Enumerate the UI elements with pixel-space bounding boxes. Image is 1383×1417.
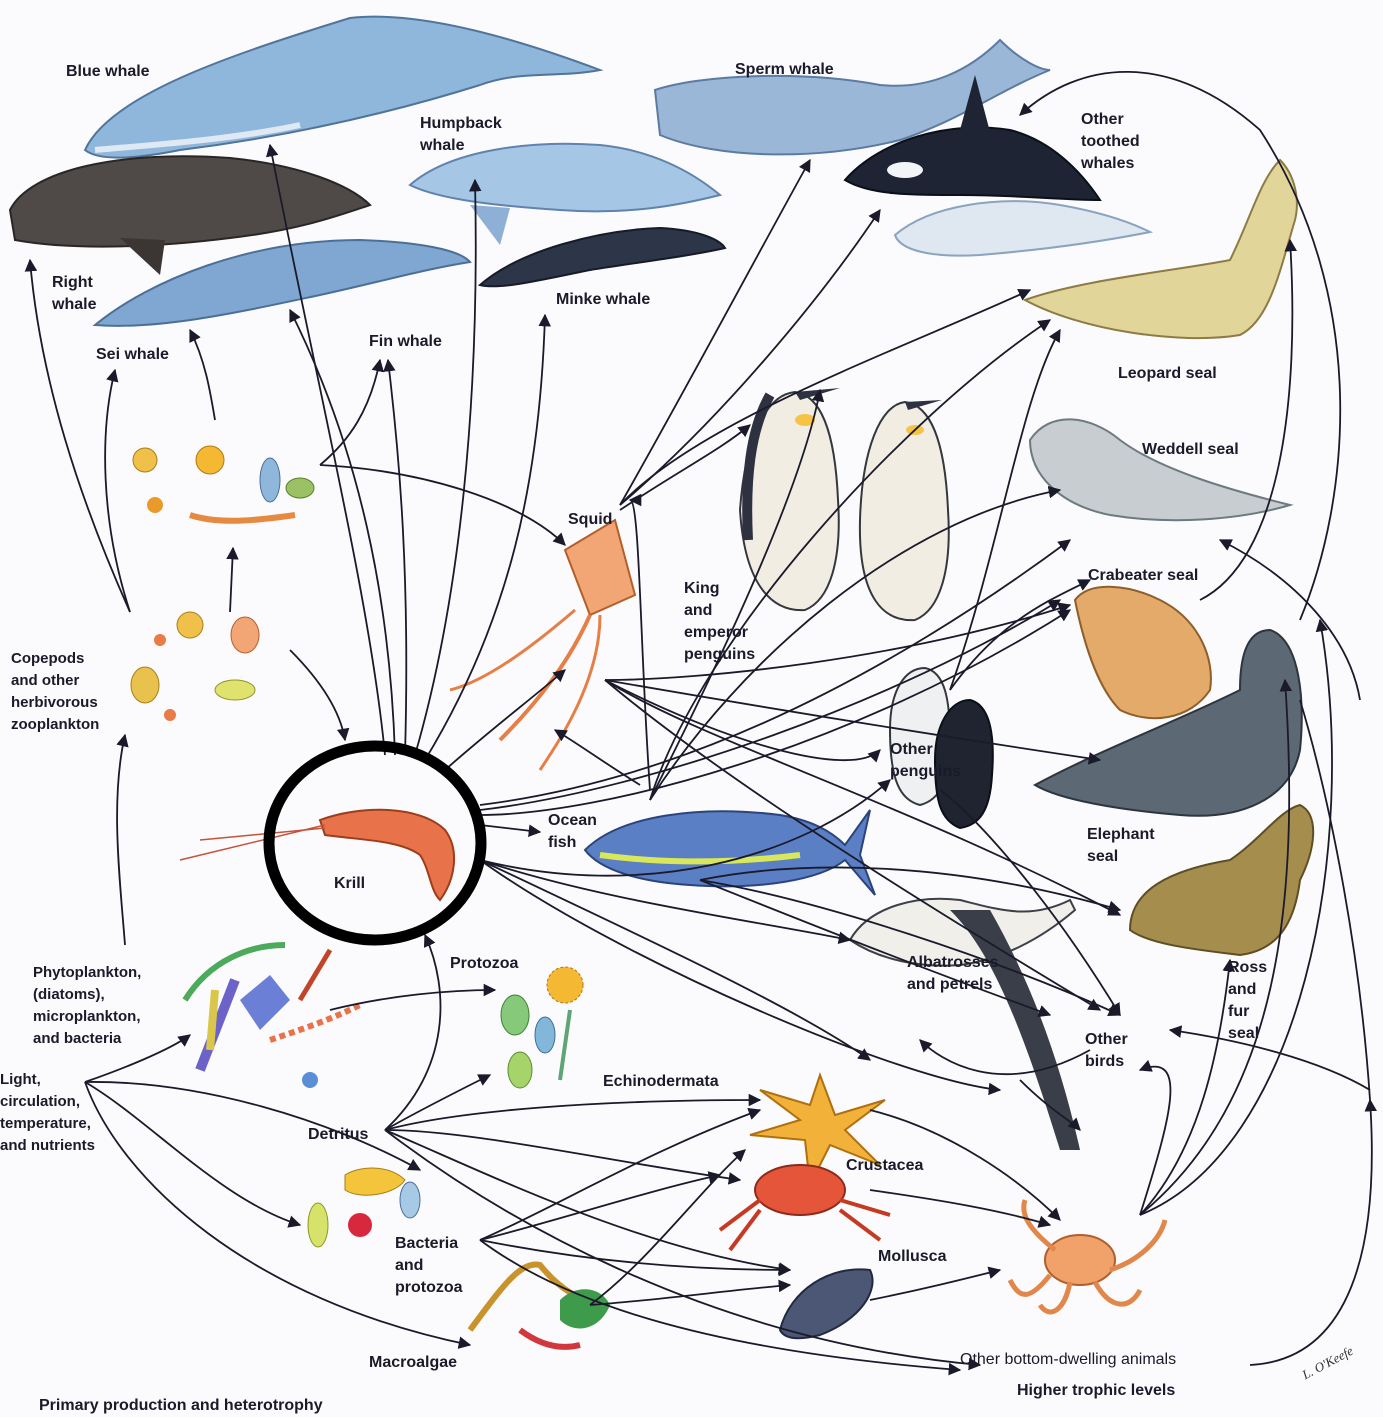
label-phytoplankton: Phytoplankton, (diatoms), microplankton,… (33, 962, 141, 1050)
label-higher-trophic-levels: Higher trophic levels (1017, 1380, 1175, 1402)
label-squid: Squid (568, 509, 612, 531)
label-copepods: Copepods and other herbivorous zooplankt… (11, 648, 99, 736)
label-other-birds: Other birds (1085, 1029, 1128, 1073)
zooplankton-illustration (133, 446, 314, 521)
albatross-illustration (850, 899, 1080, 1150)
label-fin-whale: Fin whale (369, 331, 442, 353)
protozoa-illustration (501, 967, 583, 1088)
label-crustacea: Crustacea (846, 1155, 923, 1177)
label-krill: Krill (334, 873, 365, 895)
label-detritus: Detritus (308, 1124, 368, 1146)
squid-illustration (450, 520, 635, 770)
label-ocean-fish: Ocean fish (548, 810, 597, 854)
label-other-bottom-dwelling: Other bottom-dwelling animals (960, 1349, 1176, 1371)
weddell-seal-illustration (1030, 419, 1290, 520)
label-blue-whale: Blue whale (66, 61, 150, 83)
phytoplankton-illustration (185, 945, 360, 1088)
label-leopard-seal: Leopard seal (1118, 363, 1217, 385)
label-light: Light, circulation, temperature, and nut… (0, 1069, 95, 1157)
label-sperm-whale: Sperm whale (735, 59, 834, 81)
label-albatrosses: Albatrosses and petrels (907, 952, 999, 996)
label-right-whale: Right whale (52, 272, 96, 316)
label-sei-whale: Sei whale (96, 344, 169, 366)
label-weddell-seal: Weddell seal (1142, 439, 1239, 461)
label-other-toothed-whales: Other toothed whales (1081, 109, 1140, 175)
krill-illustration (180, 810, 454, 900)
label-echinodermata: Echinodermata (603, 1071, 719, 1093)
emperor-penguin-illustration (860, 400, 949, 620)
label-ross-fur-seal: Ross and fur seal (1228, 957, 1267, 1045)
label-other-penguins: Other penguins (890, 739, 961, 783)
label-minke-whale: Minke whale (556, 289, 650, 311)
label-primary-production: Primary production and heterotrophy (39, 1395, 323, 1417)
label-protozoa: Protozoa (450, 953, 518, 975)
copepods-illustration (131, 612, 259, 721)
label-king-emperor-penguins: King and emperor penguins (684, 578, 755, 666)
label-crabeater-seal: Crabeater seal (1088, 565, 1198, 587)
beluga-illustration (895, 201, 1150, 255)
minke-whale-illustration (480, 228, 725, 286)
label-humpback-whale: Humpback whale (420, 113, 502, 157)
label-mollusca: Mollusca (878, 1246, 946, 1268)
label-bacteria-protozoa: Bacteria and protozoa (395, 1233, 463, 1299)
mussel-illustration (780, 1269, 873, 1338)
ocean-fish-illustration (585, 810, 875, 895)
octopus-illustration (1010, 1200, 1165, 1312)
crabeater-seal-illustration (1075, 587, 1211, 718)
crab-illustration (720, 1165, 890, 1250)
label-elephant-seal: Elephant seal (1087, 824, 1155, 868)
blue-whale-illustration (85, 17, 600, 158)
label-macroalgae: Macroalgae (369, 1352, 457, 1374)
